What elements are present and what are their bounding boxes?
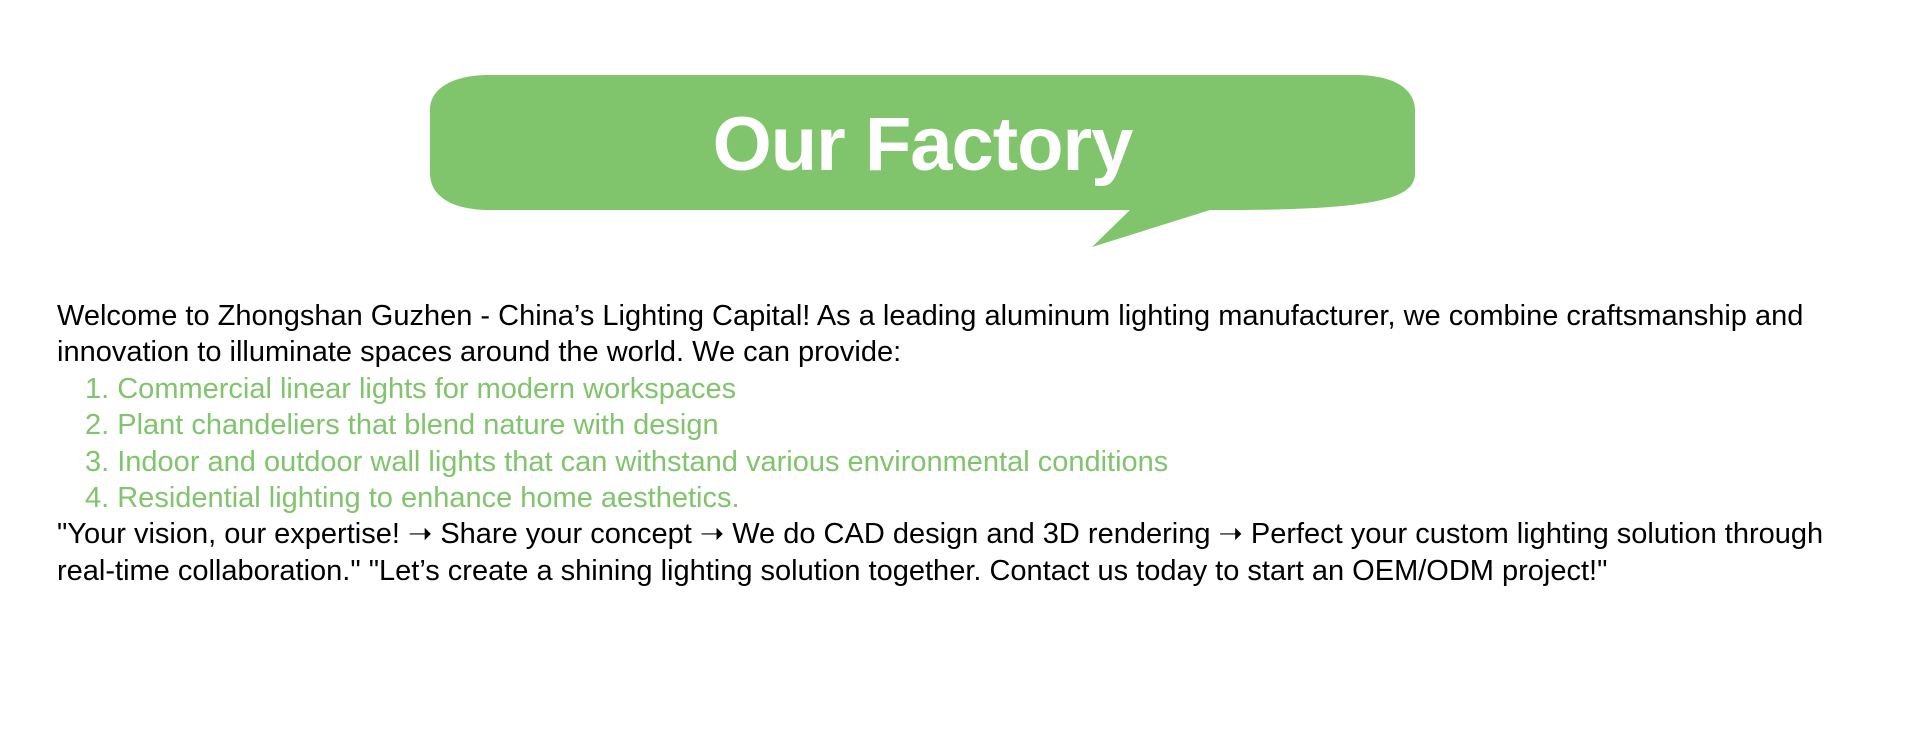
closing-paragraph: "Your vision, our expertise! ➝ Share you… [57, 518, 1824, 587]
speech-bubble-banner: Our Factory [430, 75, 1415, 250]
feature-item-text: 2. Plant chandeliers that blend nature w… [85, 409, 719, 442]
speech-bubble-shape [430, 75, 1415, 247]
list-item: 3. Indoor and outdoor wall lights that c… [85, 444, 1877, 480]
list-item: 4. Residential lighting to enhance home … [85, 480, 1877, 516]
factory-description: Welcome to Zhongshan Guzhen - China’s Li… [57, 298, 1877, 589]
intro-paragraph: Welcome to Zhongshan Guzhen - China’s Li… [57, 300, 1804, 369]
feature-item-text: 1. Commercial linear lights for modern w… [85, 372, 737, 405]
list-item: 2. Plant chandeliers that blend nature w… [85, 407, 1877, 443]
banner-title: Our Factory [712, 102, 1134, 187]
feature-list: 1. Commercial linear lights for modern w… [57, 371, 1877, 517]
list-item: 1. Commercial linear lights for modern w… [85, 371, 1877, 407]
feature-item-text: 4. Residential lighting to enhance home … [85, 482, 740, 515]
feature-item-text: 3. Indoor and outdoor wall lights that c… [85, 445, 1169, 478]
